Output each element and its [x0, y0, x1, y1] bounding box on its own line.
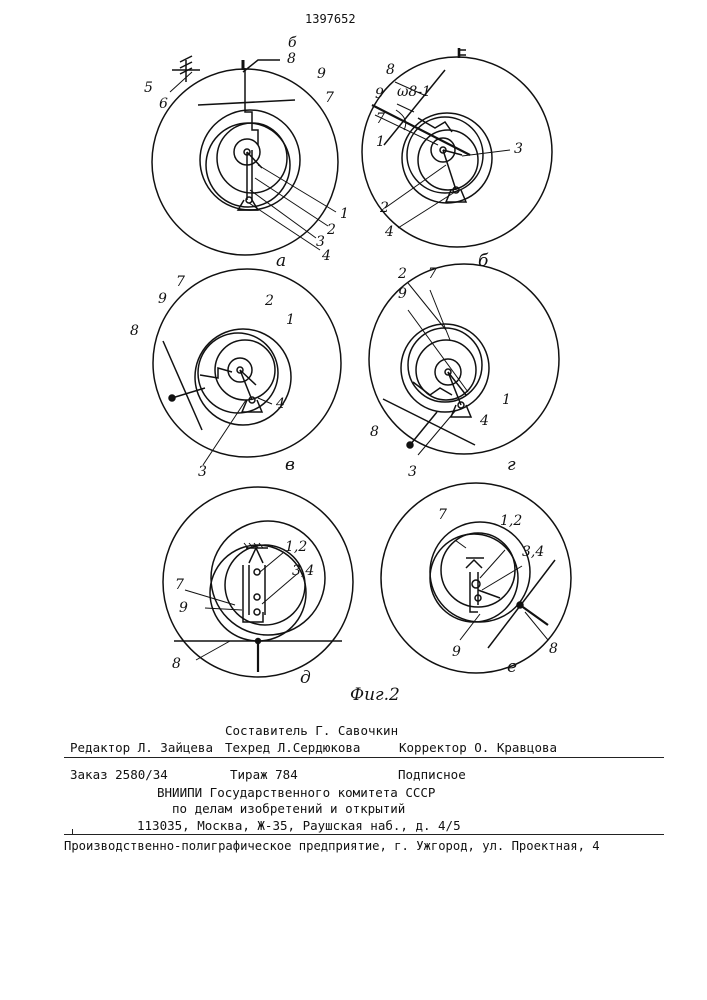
svg-text:7: 7 [175, 577, 184, 593]
figure-caption: Фиг.2 [350, 685, 400, 700]
corner-tick [72, 829, 78, 834]
svg-text:9: 9 [452, 644, 461, 660]
printer: Производственно-полиграфическое предприя… [64, 839, 600, 853]
svg-text:6: 6 [159, 96, 168, 112]
subfigure-g: 2 7 9 1 4 8 3 г [369, 264, 559, 480]
subfigure-letter: а [276, 251, 286, 271]
svg-text:9: 9 [317, 66, 326, 82]
svg-text:7: 7 [325, 90, 334, 106]
svg-text:4: 4 [275, 396, 285, 412]
svg-text:9: 9 [179, 600, 188, 616]
svg-text:2: 2 [326, 222, 336, 238]
subfigure-d: 1,2 3,4 7 9 8 д [163, 487, 353, 688]
svg-text:7: 7 [176, 274, 185, 290]
compiler: Составитель Г. Савочкин [225, 723, 398, 738]
svg-text:1: 1 [502, 392, 511, 408]
patent-number: 1397652 [305, 12, 356, 26]
svg-text:б: б [288, 35, 297, 51]
subfigure-letter: д [300, 668, 311, 688]
subfigure-letter: в [285, 455, 295, 475]
subfigure-v: 7 9 2 1 8 4 3 в [130, 269, 341, 480]
svg-text:2: 2 [379, 200, 389, 216]
svg-text:7: 7 [438, 507, 447, 523]
svg-text:1: 1 [286, 312, 295, 328]
svg-text:1: 1 [340, 206, 349, 222]
techred: Техред Л.Сердюкова [225, 740, 360, 755]
svg-text:5: 5 [144, 80, 153, 96]
subscription: Подписное [398, 767, 466, 782]
svg-text:4: 4 [384, 224, 394, 240]
divider [64, 757, 664, 758]
svg-text:4: 4 [479, 413, 489, 429]
subfigure-e: 7 1,2 3,4 9 8 е [381, 483, 571, 677]
circulation: Тираж 784 [230, 767, 298, 782]
editor: Редактор Л. Зайцева [70, 740, 213, 755]
divider [64, 834, 664, 835]
svg-text:1,2: 1,2 [285, 539, 307, 555]
svg-text:3: 3 [198, 464, 207, 480]
svg-text:3: 3 [514, 141, 523, 157]
svg-text:3,4: 3,4 [292, 563, 314, 579]
subfigure-a: б 8 9 7 5 6 1 2 3 4 а [144, 35, 349, 271]
svg-text:2: 2 [397, 266, 407, 282]
subfigure-letter: г [507, 455, 516, 475]
committee: по делам изобретений и открытий [172, 801, 405, 816]
institute: ВНИИПИ Государственного комитета СССР [157, 785, 435, 800]
svg-text:7: 7 [428, 266, 437, 282]
order-number: Заказ 2580/34 [70, 767, 168, 782]
proofreader: Корректор О. Кравцова [399, 740, 557, 755]
svg-text:1,2: 1,2 [500, 513, 522, 529]
svg-text:1: 1 [376, 134, 385, 150]
svg-text:9: 9 [158, 291, 167, 307]
svg-text:8: 8 [287, 51, 296, 67]
svg-text:8: 8 [172, 656, 181, 672]
svg-text:3: 3 [408, 464, 417, 480]
svg-text:8: 8 [386, 62, 395, 78]
subfigure-b: 8 9 ω8-1 7 1 3 2 4 б [362, 48, 552, 271]
svg-text:9: 9 [375, 86, 384, 102]
address: 113035, Москва, Ж-35, Раушская наб., д. … [137, 818, 461, 833]
svg-text:4: 4 [321, 248, 331, 264]
svg-text:8: 8 [549, 641, 558, 657]
svg-text:9: 9 [398, 286, 407, 302]
svg-text:7: 7 [376, 111, 385, 127]
subfigure-letter: е [507, 657, 517, 677]
svg-text:3,4: 3,4 [522, 544, 544, 560]
svg-text:8: 8 [370, 424, 379, 440]
svg-text:ω8-1: ω8-1 [397, 84, 431, 100]
subfigure-letter: б [478, 251, 489, 271]
figure-2-drawing: 1397652 б 8 9 7 5 6 [0, 0, 707, 700]
svg-text:8: 8 [130, 323, 139, 339]
svg-text:2: 2 [264, 293, 274, 309]
